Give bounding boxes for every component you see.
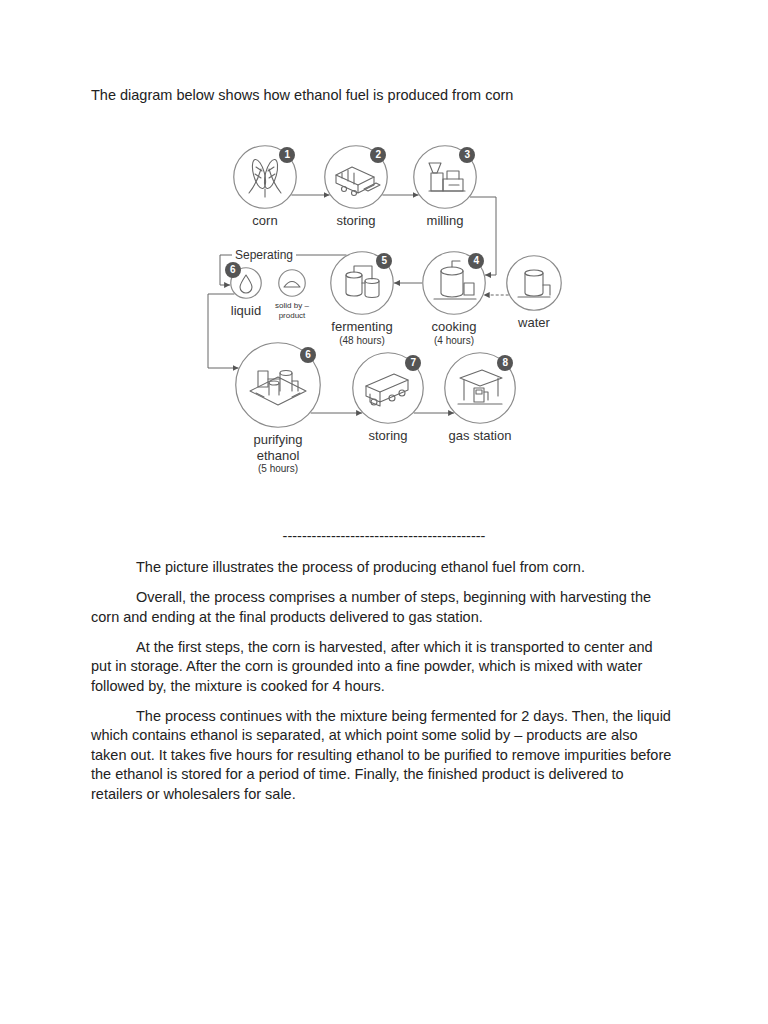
- step-circle: fermenting(48 hours)5: [330, 251, 394, 315]
- step-caption: gas station: [449, 428, 512, 444]
- essay-text: The picture illustrates the process of p…: [91, 558, 675, 815]
- water-tank-icon: [518, 270, 550, 297]
- separator-line: ----------------------------------------…: [0, 528, 768, 544]
- step-number: 3: [459, 147, 475, 163]
- step-number: 7: [405, 355, 421, 371]
- circle-border: [331, 252, 394, 315]
- step-caption: cooking(4 hours): [432, 319, 477, 347]
- gas-station-icon: [458, 370, 502, 404]
- step-label: fermenting: [331, 319, 392, 335]
- circle-border: [236, 343, 321, 428]
- step-caption: water: [518, 315, 550, 331]
- body-paragraph: The process continues with the mixture b…: [91, 707, 675, 805]
- step-duration: (5 hours): [241, 463, 315, 475]
- circle-outline: [506, 255, 562, 311]
- step-label: solid by – product: [267, 301, 317, 320]
- step-number: 1: [279, 147, 295, 163]
- refinery-icon: [250, 371, 306, 406]
- step-circle: liquid6: [230, 267, 262, 299]
- page-title: The diagram below shows how ethanol fuel…: [91, 87, 513, 103]
- step-label: corn: [252, 213, 277, 229]
- circle-border: [414, 146, 477, 209]
- step-circle: corn1: [233, 145, 297, 209]
- section-label: Seperating: [232, 248, 296, 262]
- step-label: purifying ethanol: [241, 432, 315, 463]
- step-circle: milling3: [413, 145, 477, 209]
- circle-border: [234, 146, 297, 209]
- step-label: water: [518, 315, 550, 331]
- solid-pile-icon: [284, 282, 300, 288]
- step-circle: water: [506, 255, 562, 311]
- step-label: liquid: [231, 303, 261, 319]
- step-circle: gas station8: [444, 352, 516, 424]
- tanker-truck-icon: [366, 374, 408, 406]
- step-number: 2: [370, 147, 386, 163]
- flow-arrow: [291, 195, 329, 196]
- body-paragraph: The picture illustrates the process of p…: [91, 558, 675, 578]
- step-circle: cooking(4 hours)4: [422, 251, 486, 315]
- step-circle: storing7: [352, 352, 424, 424]
- step-number: 4: [468, 253, 484, 269]
- corn-icon: [249, 158, 281, 197]
- step-caption: corn: [252, 213, 277, 229]
- step-number: 6: [300, 347, 316, 363]
- flow-arrow: [311, 413, 362, 414]
- step-duration: (48 hours): [331, 335, 392, 347]
- step-caption: storing: [368, 428, 407, 444]
- step-caption: fermenting(48 hours): [331, 319, 392, 347]
- liquid-drop-icon: [240, 275, 252, 293]
- step-label: gas station: [449, 428, 512, 444]
- step-duration: (4 hours): [432, 335, 477, 347]
- step-caption: purifying ethanol(5 hours): [241, 432, 315, 475]
- body-paragraph: Overall, the process comprises a number …: [91, 588, 675, 627]
- fermenter-icon: [346, 266, 379, 298]
- step-number: 8: [497, 355, 513, 371]
- circle-border: [325, 146, 388, 209]
- step-caption: solid by – product: [267, 301, 317, 320]
- mill-icon: [429, 163, 465, 191]
- step-label: storing: [336, 213, 375, 229]
- circle-outline: [278, 269, 306, 297]
- step-caption: liquid: [231, 303, 261, 319]
- circle-border: [353, 353, 424, 424]
- flow-arrow: [414, 413, 454, 414]
- circle-border: [423, 252, 486, 315]
- flow-arrow: [484, 295, 509, 296]
- step-number: 6: [225, 262, 241, 278]
- step-label: storing: [368, 428, 407, 444]
- step-label: milling: [427, 213, 464, 229]
- step-number: 5: [376, 253, 392, 269]
- circle-border: [445, 353, 516, 424]
- circle-border: [507, 256, 562, 311]
- step-circle: solid by – product: [278, 269, 306, 297]
- circle-border: [279, 270, 306, 297]
- body-paragraph: At the first steps, the corn is harveste…: [91, 638, 675, 697]
- step-caption: storing: [336, 213, 375, 229]
- step-circle: purifying ethanol(5 hours)6: [235, 342, 321, 428]
- step-circle: storing2: [324, 145, 388, 209]
- step-label: cooking: [432, 319, 477, 335]
- flow-arrow: [394, 283, 422, 284]
- flow-arrow: [382, 195, 418, 196]
- step-caption: milling: [427, 213, 464, 229]
- storage-icon: [336, 167, 380, 196]
